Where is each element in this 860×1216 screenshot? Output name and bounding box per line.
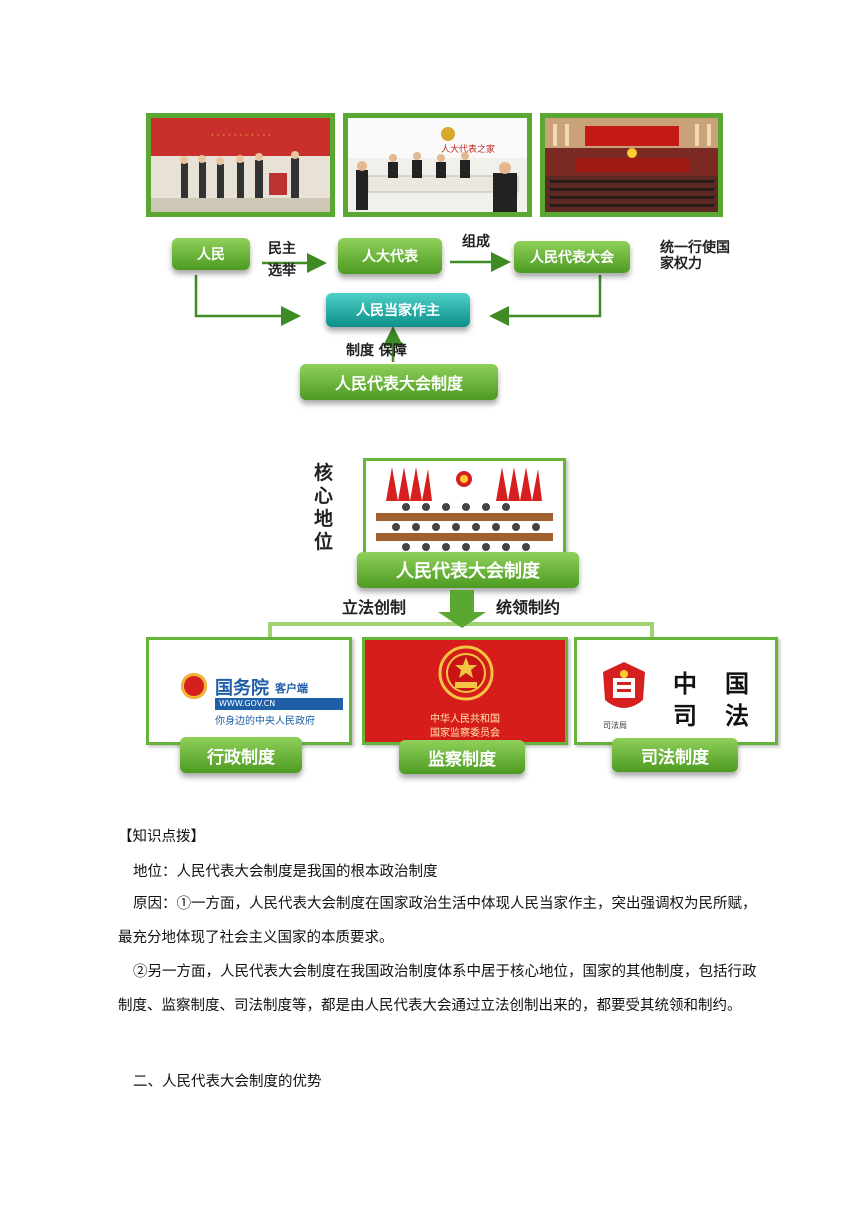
supervision-line2: 国家监察委员会 xyxy=(430,728,500,739)
core-status-char: 位 xyxy=(314,531,334,553)
label-democratic: 民主 xyxy=(268,241,296,257)
svg-text:· · · · · · · · · · ·: · · · · · · · · · · · xyxy=(211,131,271,141)
node-judicial-system: 司法制度 xyxy=(612,738,738,772)
label-unified-2: 家权力 xyxy=(660,256,702,272)
box-supervision-commission: 中华人民共和国 国家监察委员会 xyxy=(362,637,568,745)
label-lead-restrain: 统领制约 xyxy=(496,598,561,617)
section-heading: 二、人民代表大会制度的优势 xyxy=(133,1074,322,1090)
node-people-masters: 人民当家作主 xyxy=(326,293,470,327)
label-election: 选举 xyxy=(268,263,296,279)
state-council-suffix: 客户端 xyxy=(275,682,308,695)
supervision-line1: 中华人民共和国 xyxy=(430,714,500,725)
core-status-char: 地 xyxy=(314,508,334,530)
node-deputies: 人大代表 xyxy=(338,238,442,274)
branch-connectors xyxy=(268,590,654,638)
reason-paragraph-2: ②另一方面，人民代表大会制度在我国政治制度体系中居于核心地位，国家的其他制度，包… xyxy=(118,964,757,1014)
label-compose: 组成 xyxy=(462,234,490,250)
flow-arrows xyxy=(194,252,602,362)
status-line: 地位：人民代表大会制度是我国的根本政治制度 xyxy=(133,864,438,880)
state-council-title: 国务院 xyxy=(215,678,269,699)
state-council-slogan: 你身边的中央人民政府 xyxy=(215,716,315,727)
illustration-congress xyxy=(363,458,566,558)
node-admin-system: 行政制度 xyxy=(180,737,302,773)
label-legislate: 立法创制 xyxy=(342,598,407,617)
knowledge-heading: 【知识点拨】 xyxy=(118,829,205,845)
judicial-emblem-icon xyxy=(603,662,645,708)
node-congress: 人民代表大会 xyxy=(514,241,630,273)
label-unified-1: 统一行使国 xyxy=(660,240,730,256)
photo-great-hall xyxy=(540,113,723,217)
judicial-char: 国 xyxy=(725,670,749,698)
core-status-char: 心 xyxy=(314,485,334,507)
node-people: 人民 xyxy=(172,238,250,270)
node-congress-system-center: 人民代表大会制度 xyxy=(357,552,579,588)
node-supervision-system: 监察制度 xyxy=(399,740,525,774)
node-congress-system: 人民代表大会制度 xyxy=(300,364,498,400)
judicial-emblem-label: 司法局 xyxy=(603,721,627,730)
photo-election: · · · · · · · · · · · xyxy=(146,113,335,217)
state-council-url: WWW.GOV.CN xyxy=(219,699,276,708)
box-china-judicial: 司法局 中 国 司 法 xyxy=(574,637,778,745)
box-state-council: 国务院 客户端 WWW.GOV.CN 你身边的中央人民政府 xyxy=(146,637,352,745)
national-emblem-icon xyxy=(181,673,207,699)
reason-paragraph-1: 原因：①一方面，人民代表大会制度在国家政治生活中体现人民当家作主，突出强调权为民… xyxy=(118,896,757,946)
judicial-char: 法 xyxy=(725,702,749,730)
judicial-char: 中 xyxy=(673,670,697,698)
judicial-char: 司 xyxy=(673,702,697,730)
label-guarantee: 制度 保障 xyxy=(346,343,407,359)
core-status-char: 核 xyxy=(314,462,334,484)
national-emblem-icon xyxy=(438,645,494,701)
sign-deputies-home: 人大代表之家 xyxy=(441,143,495,155)
photo-deputies-home: 人大代表之家 xyxy=(343,113,532,217)
